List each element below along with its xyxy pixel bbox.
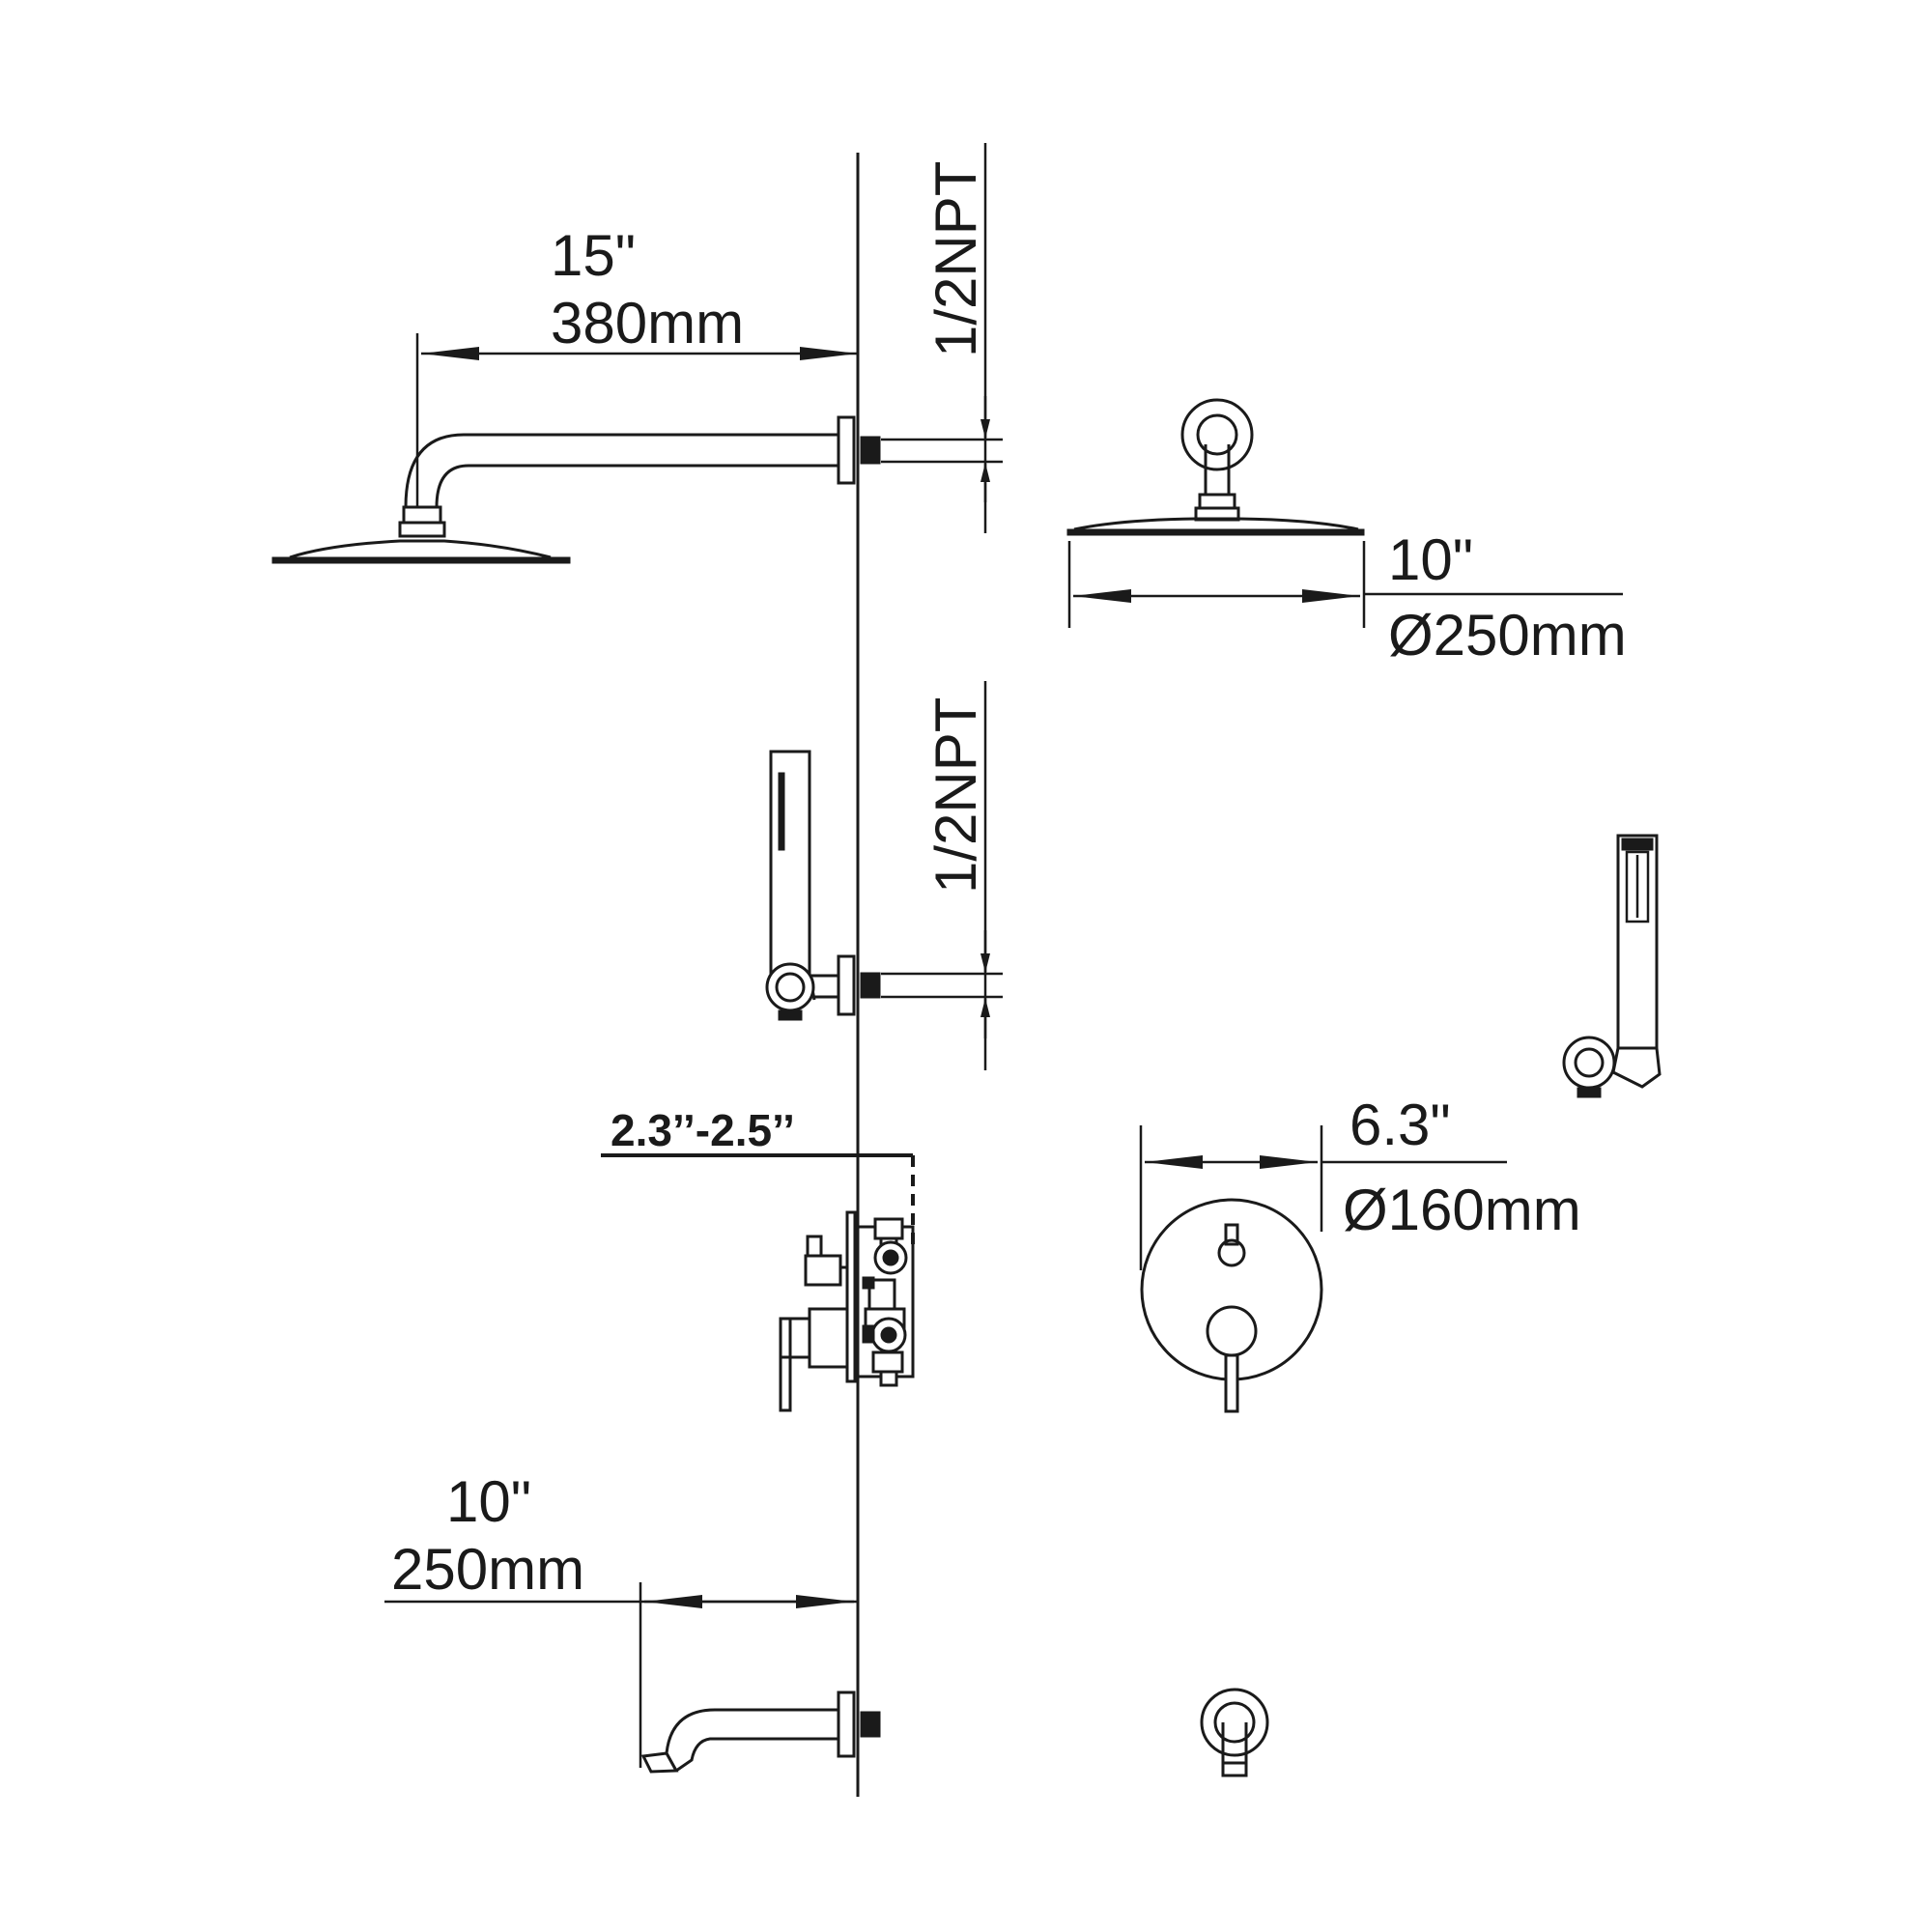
plate-diameter-mm-label: Ø160mm xyxy=(1343,1178,1581,1242)
hand-shower-front-view xyxy=(1562,834,1662,1098)
shower-arm-side-view: 15" 380mm 1/2NPT xyxy=(271,143,1003,564)
spout-length-mm-label: 250mm xyxy=(391,1537,584,1602)
arm-length-mm-label: 380mm xyxy=(551,291,744,355)
arm-length-in-label: 15" xyxy=(551,223,636,288)
valve-depth-label: 2.3’’-2.5’’ xyxy=(611,1105,795,1155)
hand-thread-label: 1/2NPT xyxy=(923,697,988,894)
plate-diameter-in-label: 6.3" xyxy=(1350,1093,1451,1157)
hand-shower-side-view: 1/2NPT xyxy=(765,681,1003,1070)
arm-thread-label: 1/2NPT xyxy=(923,161,988,357)
head-diameter-in-label: 10" xyxy=(1388,527,1473,592)
valve-side-view: 2.3’’-2.5’’ xyxy=(601,1105,915,1412)
spout-length-in-label: 10" xyxy=(446,1469,531,1534)
valve-trim-front-view: 6.3" Ø160mm xyxy=(1139,1093,1581,1413)
shower-head-front-view: 10" Ø250mm xyxy=(1066,398,1627,668)
head-diameter-mm-label: Ø250mm xyxy=(1388,603,1627,668)
tub-spout-side-view: 10" 250mm xyxy=(384,1469,881,1774)
tub-spout-front-view xyxy=(1200,1688,1269,1777)
